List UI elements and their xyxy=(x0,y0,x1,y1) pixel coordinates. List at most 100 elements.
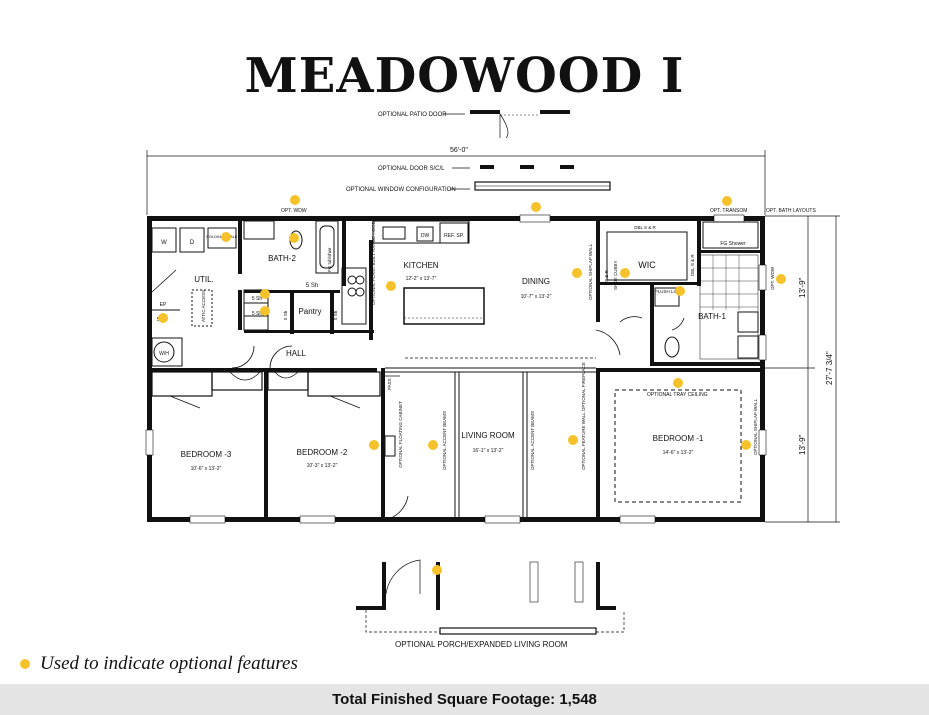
living-size: 16'-1" x 13'-2" xyxy=(473,448,504,454)
optional-dot xyxy=(428,440,438,450)
shiplap-bed-label: OPTIONAL SHIPLAP WALL xyxy=(753,398,758,455)
bath2-name: BATH-2 xyxy=(268,254,296,263)
patio-door-callout: OPTIONAL PATIO DOOR xyxy=(378,110,570,139)
bedroom3-name: BEDROOM -3 xyxy=(181,450,232,459)
fg-shower-label: FG Shower xyxy=(720,241,746,247)
optional-dot xyxy=(158,313,168,323)
overall-width-dimension: 56'-0" xyxy=(146,147,766,215)
closets xyxy=(151,371,381,409)
optional-dot xyxy=(290,195,300,205)
depth-upper-label: 13'-9" xyxy=(798,277,807,298)
optional-dot xyxy=(260,306,270,316)
accent-beams-left-label: OPTIONAL ACCENT BEAMS xyxy=(442,411,447,470)
optional-feature-dots xyxy=(158,195,786,575)
window-config-callout: OPTIONAL WINDOW CONFIGURATION xyxy=(346,181,611,193)
bedroom1-size: 14'-6" x 13'-2" xyxy=(663,450,694,456)
optional-dot xyxy=(620,268,630,278)
shoe-cubby-label: SHOE CUBBY xyxy=(613,260,618,290)
legend-text: Used to indicate optional features xyxy=(40,653,298,674)
bedroom1-name: BEDROOM -1 xyxy=(653,434,704,443)
fg-tub-label: FG tub/shwr xyxy=(327,247,332,272)
door-slider-label: OPTIONAL DOOR S/C/L xyxy=(378,166,445,172)
five-sh-pantry-right: 5 Sh xyxy=(333,310,338,320)
depth-lower-label: 13'-9" xyxy=(798,434,807,455)
plush-linen: PLUSH LIN. xyxy=(655,289,680,294)
room-labels: KITCHEN 12'-2" x 13'-7" DINING 10'-7" x … xyxy=(181,254,727,472)
kitchen-name: KITCHEN xyxy=(403,261,438,270)
opt-window-label: OPT. WDW xyxy=(281,208,307,214)
bedroom2-name: BEDROOM -2 xyxy=(297,448,348,457)
sr-label: S & R xyxy=(604,269,609,282)
floating-cabinet-label: OPTIONAL FLOATING CABINET xyxy=(398,401,403,468)
dining-name: DINING xyxy=(522,277,550,286)
tray-ceiling-label: OPTIONAL TRAY CEILING xyxy=(647,392,708,398)
wic-name: WIC xyxy=(638,260,656,270)
five-sh-e: 5 Sh xyxy=(283,310,288,320)
ref-label: REF. SP. xyxy=(444,233,464,239)
bath1-name: BATH-1 xyxy=(698,312,726,321)
dbl-sr-top: DBL S & R xyxy=(634,225,656,230)
depth-total-label: 27'-7 3/4" xyxy=(825,351,834,385)
porch-label: OPTIONAL PORCH/EXPANDED LIVING ROOM xyxy=(395,640,568,649)
five-sh-a: 5 Sh xyxy=(306,283,318,289)
pantry-name: Pantry xyxy=(298,307,321,316)
optional-dot xyxy=(221,232,231,242)
dryer-label: D xyxy=(190,240,195,246)
attic-label: ATTIC ACCESS xyxy=(201,290,206,322)
optional-dot xyxy=(260,289,270,299)
wh-label: W/H xyxy=(159,351,169,357)
hall-name: HALL xyxy=(286,349,307,358)
kitchen-size: 12'-2" x 13'-7" xyxy=(406,276,437,282)
optional-dot xyxy=(531,202,541,212)
plan-title: MEADOWOOD I xyxy=(244,48,685,104)
exterior-windows xyxy=(145,214,767,524)
pass-label: PASS xyxy=(387,378,392,390)
window-config-label: OPTIONAL WINDOW CONFIGURATION xyxy=(346,187,456,193)
living-name: LIVING ROOM xyxy=(461,431,515,440)
accent-beams xyxy=(385,367,596,517)
optional-dot xyxy=(568,435,578,445)
kitchen-counters xyxy=(341,220,470,325)
optional-dot xyxy=(289,233,299,243)
optional-dot xyxy=(386,281,396,291)
bath1-fixtures xyxy=(606,221,759,360)
bedroom3-size: 10'-6" x 13'-2" xyxy=(191,466,222,472)
optional-dot xyxy=(673,378,683,388)
patio-door-wall-left xyxy=(470,110,500,114)
opt-wdw-side-label: OPT. WDW xyxy=(770,266,775,290)
opt-transom-label: OPT. TRANSOM xyxy=(710,208,747,214)
depth-dimensions xyxy=(765,215,840,523)
footer-bar: Total Finished Square Footage: 1,548 xyxy=(0,684,929,715)
porch: OPTIONAL PORCH/EXPANDED LIVING ROOM xyxy=(356,559,625,649)
utility-fixtures xyxy=(151,227,237,367)
square-footage: Total Finished Square Footage: 1,548 xyxy=(332,691,597,708)
five-sh-b: 5 Sh xyxy=(252,296,263,302)
dw-label: DW xyxy=(421,233,430,239)
shiplap-wic-label: OPTIONAL SHIPLAP WALL xyxy=(588,243,593,300)
optional-dot xyxy=(369,440,379,450)
dining-size: 10'-7" x 13'-2" xyxy=(521,294,552,300)
tray-ceiling-outline xyxy=(614,389,742,503)
optional-dot xyxy=(722,196,732,206)
overall-width-label: 56'-0" xyxy=(450,147,468,154)
five-sh-c: 5 Sh xyxy=(252,311,263,317)
washer-label: W xyxy=(161,240,167,246)
optional-dot xyxy=(432,565,442,575)
legend-dot xyxy=(20,659,30,669)
optional-dot xyxy=(675,286,685,296)
patio-door-label: OPTIONAL PATIO DOOR xyxy=(378,112,447,118)
patio-door-wall-right xyxy=(540,110,570,114)
dbl-sr-side: DBL S & R xyxy=(690,254,695,276)
patio-door-swing xyxy=(499,113,509,139)
optional-dot xyxy=(776,274,786,284)
kitchen-island xyxy=(403,287,485,325)
bedroom2-size: 10'-3" x 13'-2" xyxy=(307,463,338,469)
bath2-fixtures xyxy=(243,220,339,331)
feature-wall-label: OPTIONAL FEATURE WALL OPTIONAL FIREPLACE xyxy=(581,362,586,470)
door-slider-callout: OPTIONAL DOOR S/C/L xyxy=(378,165,574,172)
door-swings xyxy=(151,269,685,521)
opt-bath-layouts-label: OPT. BATH LAYOUTS xyxy=(766,208,816,214)
ep-label: EP xyxy=(160,302,167,308)
util-name: UTIL. xyxy=(194,275,214,284)
